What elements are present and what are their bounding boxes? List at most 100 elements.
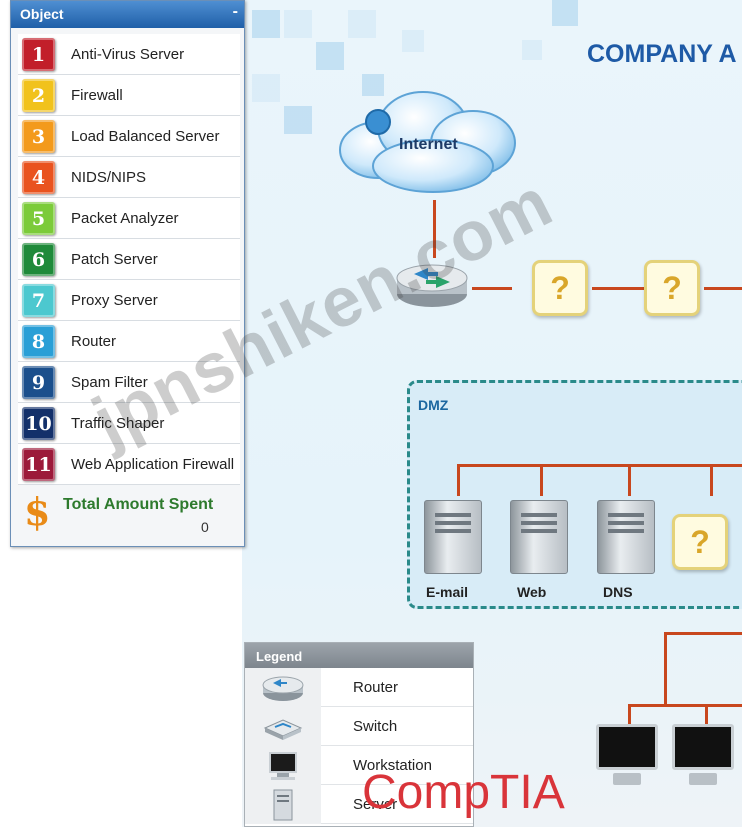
object-item-web-application-firewall[interactable]: 11 Web Application Firewall <box>18 444 240 485</box>
object-item-packet-analyzer[interactable]: 5 Packet Analyzer <box>18 198 240 239</box>
total-amount-value: 0 <box>201 519 209 535</box>
object-number-badge: 9 <box>22 366 55 399</box>
object-number-badge: 2 <box>22 79 55 112</box>
object-label: Firewall <box>71 87 123 104</box>
object-item-spam-filter[interactable]: 9 Spam Filter <box>18 362 240 403</box>
web-server-label: Web <box>517 584 547 600</box>
decor-tile <box>552 0 578 26</box>
object-label: Patch Server <box>71 251 158 268</box>
wire <box>540 464 543 496</box>
wire <box>664 632 667 704</box>
wire <box>592 287 644 290</box>
object-item-patch-server[interactable]: 6 Patch Server <box>18 239 240 280</box>
object-panel-title: Object <box>20 6 64 22</box>
dns-server-icon[interactable] <box>597 500 655 574</box>
server-icon <box>273 789 293 820</box>
legend-icon-cell <box>245 785 321 824</box>
wire <box>704 287 742 290</box>
object-panel: Object - 1 Anti-Virus Server 2 Firewall … <box>10 0 245 547</box>
legend-label: Switch <box>353 718 398 735</box>
decor-tile <box>362 74 384 96</box>
object-number-badge: 4 <box>22 161 55 194</box>
legend-label: Router <box>353 679 399 696</box>
decor-tile <box>348 10 376 38</box>
object-number-badge: 11 <box>22 448 55 481</box>
router-icon <box>262 676 304 701</box>
wire <box>457 464 742 467</box>
placeholder-slot[interactable]: ? <box>672 514 728 570</box>
dmz-label: DMZ <box>418 397 449 413</box>
total-amount-label: Total Amount Spent <box>63 496 214 513</box>
decor-tile <box>522 40 542 60</box>
object-item-firewall[interactable]: 2 Firewall <box>18 75 240 116</box>
object-list: 1 Anti-Virus Server 2 Firewall 3 Load Ba… <box>11 28 244 485</box>
switch-icon <box>263 718 303 740</box>
workstation-icon <box>269 751 297 780</box>
total-amount-row: $ Total Amount Spent 0 <box>11 485 244 545</box>
wire <box>628 464 631 496</box>
legend-item-server: Server <box>245 785 473 824</box>
dollar-icon: $ <box>24 489 51 534</box>
legend-icon-cell <box>245 746 321 785</box>
legend-label: Server <box>353 796 398 813</box>
collapse-button[interactable]: - <box>232 3 238 20</box>
decor-tile <box>402 30 424 52</box>
legend-icon-cell <box>245 668 321 707</box>
legend-icon-cell <box>245 707 321 746</box>
email-server-label: E-mail <box>426 584 469 600</box>
object-item-anti-virus-server[interactable]: 1 Anti-Virus Server <box>18 34 240 75</box>
object-item-router[interactable]: 8 Router <box>18 321 240 362</box>
decor-tile <box>316 42 344 70</box>
object-label: Spam Filter <box>71 374 148 391</box>
object-number-badge: 1 <box>22 38 55 71</box>
object-label: Packet Analyzer <box>71 210 179 227</box>
workstation-icon[interactable] <box>672 724 734 785</box>
object-number-badge: 8 <box>22 325 55 358</box>
wire <box>472 287 512 290</box>
decor-tile <box>284 106 312 134</box>
object-label: Proxy Server <box>71 292 158 309</box>
object-label: Router <box>71 333 117 350</box>
wire <box>705 704 708 724</box>
object-label: Web Application Firewall <box>71 456 235 473</box>
object-number-badge: 5 <box>22 202 55 235</box>
internet-label: Internet <box>399 136 458 153</box>
wire <box>664 632 742 635</box>
object-item-load-balanced-server[interactable]: 3 Load Balanced Server <box>18 116 240 157</box>
object-label: NIDS/NIPS <box>71 169 147 186</box>
object-item-traffic-shaper[interactable]: 10 Traffic Shaper <box>18 403 240 444</box>
object-panel-header: Object - <box>11 1 244 28</box>
placeholder-slot[interactable]: ? <box>644 260 700 316</box>
workstation-icon[interactable] <box>596 724 658 785</box>
email-server-icon[interactable] <box>424 500 482 574</box>
object-number-badge: 10 <box>22 407 55 440</box>
decor-tile <box>284 10 312 38</box>
object-label: Traffic Shaper <box>71 415 165 432</box>
wire <box>628 704 631 724</box>
wire <box>457 464 460 496</box>
legend-item-switch: Switch <box>245 707 473 746</box>
legend-item-router: Router <box>245 668 473 707</box>
dns-server-label: DNS <box>603 584 633 600</box>
legend-item-workstation: Workstation <box>245 746 473 785</box>
object-item-nids-nips[interactable]: 4 NIDS/NIPS <box>18 157 240 198</box>
placeholder-slot[interactable]: ? <box>532 260 588 316</box>
comptia-logo: CompTIA <box>362 766 565 819</box>
wire <box>710 464 713 496</box>
wire <box>628 704 742 707</box>
object-item-proxy-server[interactable]: 7 Proxy Server <box>18 280 240 321</box>
web-server-icon[interactable] <box>510 500 568 574</box>
legend-title: Legend <box>245 643 473 668</box>
object-number-badge: 3 <box>22 120 55 153</box>
decor-tile <box>252 10 280 38</box>
wire <box>433 200 436 258</box>
legend-label: Workstation <box>353 757 432 774</box>
object-number-badge: 7 <box>22 284 55 317</box>
object-number-badge: 6 <box>22 243 55 276</box>
diagram-title: COMPANY A <box>587 40 737 68</box>
internet-cloud-icon <box>339 91 516 193</box>
object-label: Load Balanced Server <box>71 128 220 145</box>
object-label: Anti-Virus Server <box>71 46 185 63</box>
legend-panel: Legend Router Switch <box>244 642 474 827</box>
router-icon[interactable] <box>394 258 470 310</box>
